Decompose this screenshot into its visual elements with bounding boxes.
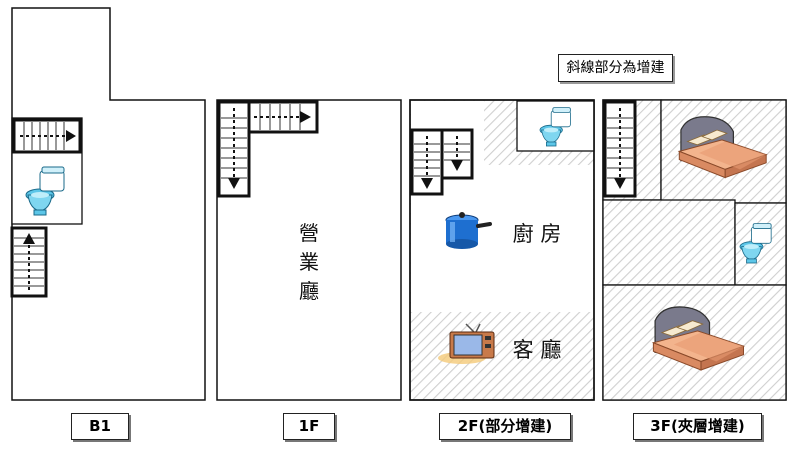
room-label-kitchen: 廚 房 bbox=[513, 222, 562, 246]
stairs-icon bbox=[217, 100, 319, 198]
floor-label-2f: 2F(部分增建) bbox=[439, 413, 571, 440]
stairs-icon bbox=[603, 100, 637, 198]
stairs-icon bbox=[12, 118, 82, 154]
floor-b1 bbox=[10, 7, 206, 401]
pot-icon bbox=[445, 212, 492, 249]
legend-note: 斜線部分為增建 bbox=[558, 54, 673, 82]
floor-label-3f: 3F(夾層增建) bbox=[633, 413, 762, 440]
stairs-icon bbox=[410, 128, 474, 196]
stairs-icon bbox=[10, 226, 48, 298]
floor-label-1f: 1F bbox=[283, 413, 335, 440]
room-label-lobby: 營業廳 bbox=[299, 221, 319, 303]
room-label-living: 客 廳 bbox=[513, 338, 562, 362]
floor-1f bbox=[216, 99, 402, 401]
tv-icon bbox=[438, 323, 495, 364]
floor-label-b1: B1 bbox=[71, 413, 129, 440]
floor-3f bbox=[602, 99, 787, 401]
floor-2f bbox=[409, 99, 595, 401]
